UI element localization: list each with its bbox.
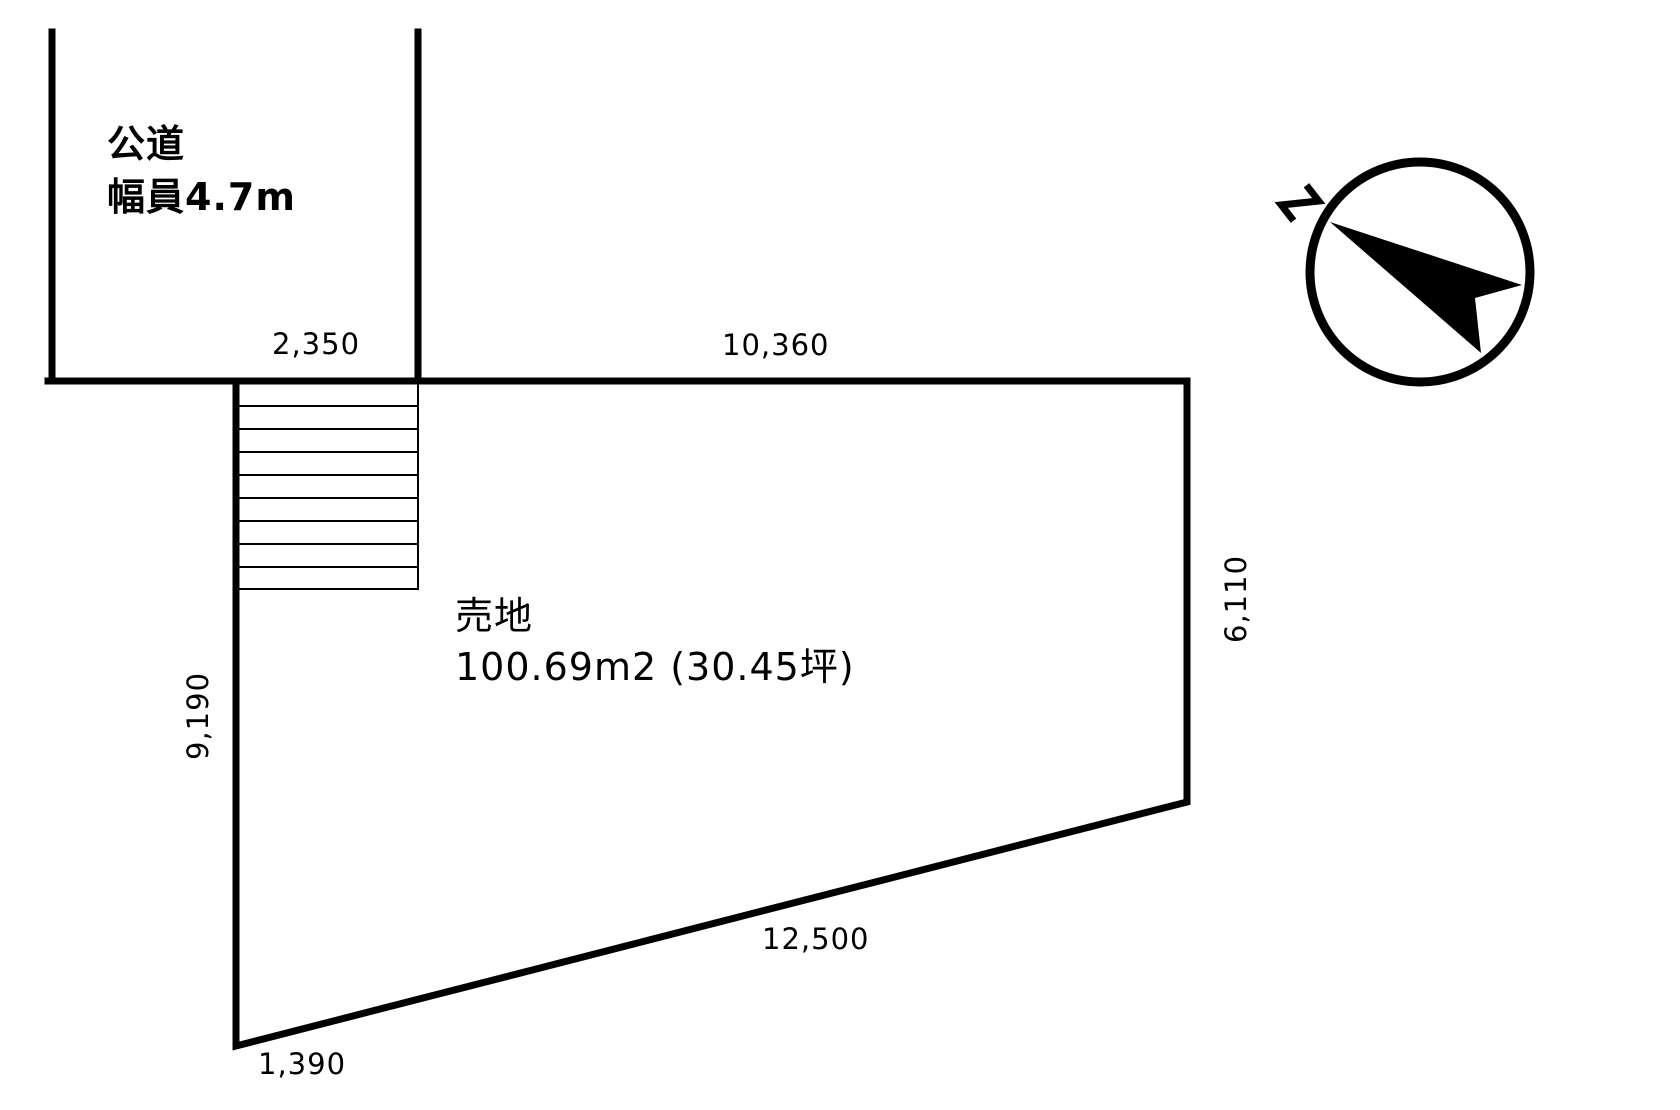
compass-needle — [1330, 222, 1522, 353]
west-edge-dimension: 9,190 — [181, 671, 215, 760]
east-edge-dimension: 6,110 — [1219, 554, 1253, 643]
compass-circle — [1305, 157, 1535, 387]
lot-area-label: 100.69m2 (30.45坪) — [455, 645, 855, 689]
frontage-dimension: 2,350 — [272, 327, 361, 361]
corner-dimension: 1,390 — [258, 1047, 347, 1081]
compass-north-letter — [1274, 183, 1326, 223]
lot-boundary — [232, 377, 1191, 1051]
south-edge-dimension: 12,500 — [762, 922, 870, 956]
public-road — [44, 28, 422, 385]
access-strip-outline — [237, 382, 419, 590]
access-strip — [237, 382, 419, 590]
road-name-label: 公道 — [107, 122, 186, 166]
north-edge-dimension: 10,360 — [722, 328, 830, 362]
north-arrow-icon — [1274, 157, 1535, 387]
lot-name-label: 売地 — [455, 594, 534, 638]
road-width-label: 幅員4.7m — [107, 175, 296, 219]
